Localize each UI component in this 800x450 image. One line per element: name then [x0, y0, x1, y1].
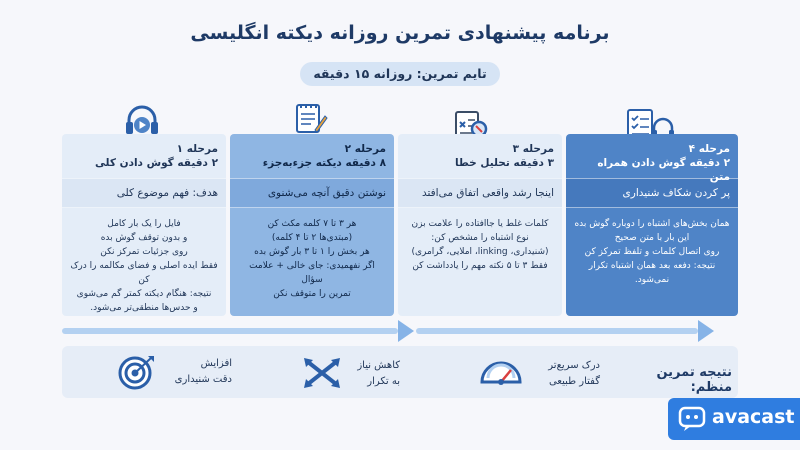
headphones-play-icon [126, 105, 158, 134]
progress-arrow-line-left [62, 328, 398, 334]
target-icon [118, 356, 154, 390]
stage-label: مرحله ۳ [512, 143, 554, 155]
stage-goal: اینجا رشد واقعی اتفاق می‌افتد [398, 178, 562, 208]
progress-arrow-head-left [398, 320, 414, 342]
chat-head-icon [678, 406, 706, 431]
stage-description: هر ۳ تا ۷ کلمه مکث کن (مبتدی‌ها ۲ تا ۴ ک… [249, 219, 375, 299]
stage-description: کلمات غلط یا جاافتاده را علامت بزن نوع ا… [411, 219, 549, 271]
stage-card-2: مرحله ۲ ۸ دقیقه دیکته جزءبه‌جزء نوشتن دق… [230, 134, 394, 316]
result-item-repetition: کاهش نیاز به تکرار [357, 360, 400, 387]
stage-label: مرحله ۲ [344, 143, 386, 155]
stage-goal: پر کردن شکاف شنیداری [566, 178, 738, 208]
notepad-pen-icon [296, 104, 328, 133]
stage-duration: ۳ دقیقه تحلیل خطا [454, 157, 554, 169]
stage-card-3: مرحله ۳ ۳ دقیقه تحلیل خطا اینجا رشد واقع… [398, 134, 562, 316]
result-title: نتیجه تمرین منظم: [656, 365, 732, 395]
stage-duration: ۲ دقیقه گوش دادن همراه متن [597, 157, 730, 183]
result-item-accuracy: افزایش دقت شنیداری [174, 358, 232, 385]
speedometer-icon [480, 361, 522, 385]
stage-goal: نوشتن دقیق آنچه می‌شنوی [230, 178, 394, 208]
crossed-arrows-icon [304, 358, 340, 388]
stage-label: مرحله ۱ [176, 143, 218, 155]
stage-duration: ۲ دقیقه گوش دادن کلی [94, 157, 218, 169]
stage-goal: هدف: فهم موضوع کلی [62, 178, 226, 208]
brand-name: avacast [712, 406, 795, 428]
daily-time-label: تایم تمرین: روزانه ۱۵ دقیقه [300, 62, 500, 86]
page-title: برنامه پیشنهادی تمرین روزانه دیکته انگلی… [190, 22, 610, 44]
stage-label: مرحله ۴ [688, 143, 730, 155]
result-bar [62, 346, 738, 398]
stage-card-4: مرحله ۴ ۲ دقیقه گوش دادن همراه متن پر کر… [566, 134, 738, 316]
stage-card-1: مرحله ۱ ۲ دقیقه گوش دادن کلی هدف: فهم مو… [62, 134, 226, 316]
progress-arrow-head-right [698, 320, 714, 342]
checklist-headphones-icon [627, 109, 674, 141]
stage-description: فایل را یک بار کامل و بدون توقف گوش بده … [70, 219, 218, 313]
brand-logo: avacast [668, 398, 800, 440]
result-item-speed: درک سریع‌تر گفتار طبیعی [548, 360, 600, 387]
progress-arrow-line-right [416, 328, 698, 334]
stage-duration: ۸ دقیقه دیکته جزءبه‌جزء [262, 157, 386, 169]
stage-description: همان بخش‌های اشتباه را دوباره گوش بده ای… [574, 219, 730, 285]
